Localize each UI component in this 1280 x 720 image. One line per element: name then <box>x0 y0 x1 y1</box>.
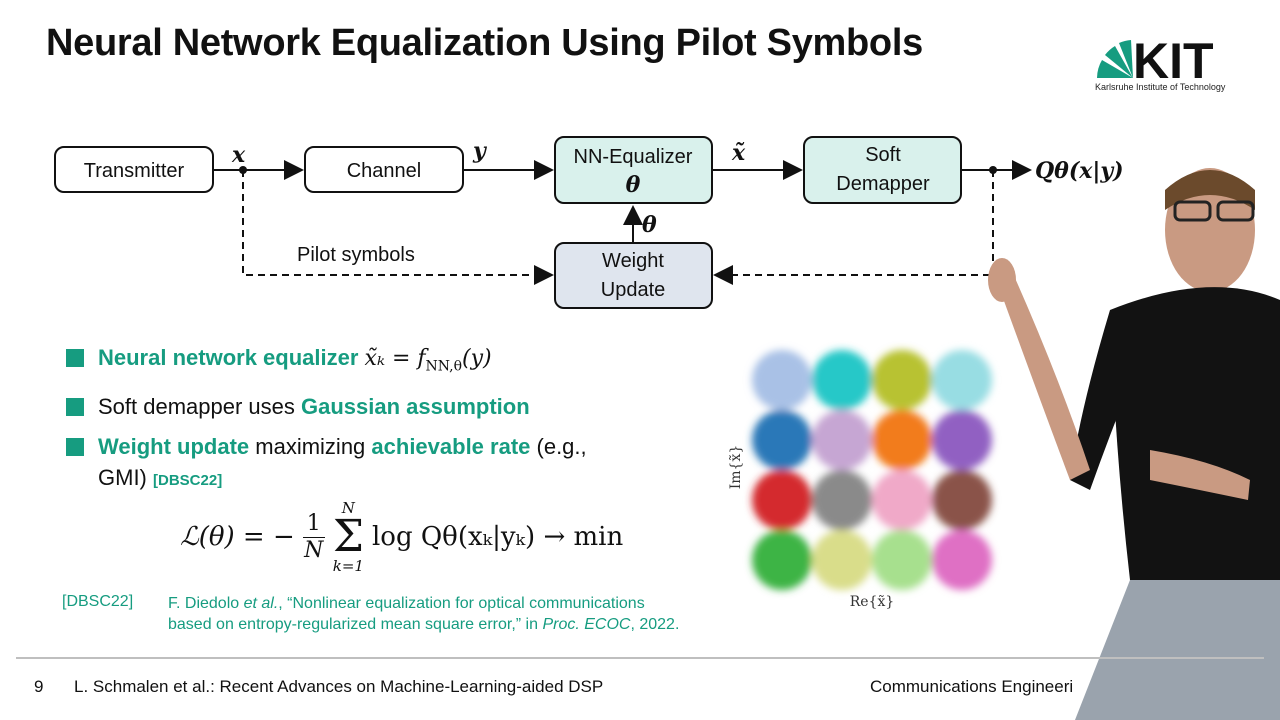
formula-fraction: 1 N <box>302 510 325 563</box>
constellation-cluster <box>872 470 932 530</box>
formula-lhs: ℒ(θ) = − <box>180 522 295 552</box>
plot-xlabel: Re{x̃} <box>850 594 895 610</box>
bullet-text: Soft demapper uses <box>98 394 302 420</box>
constellation-cluster <box>752 530 812 590</box>
formula-sum: N Σ k=1 <box>332 499 364 575</box>
kit-logo-subtitle: Karlsruhe Institute of Technology <box>1095 82 1226 92</box>
pilot-symbols-label: Pilot symbols <box>297 244 415 266</box>
citation-link[interactable]: [DBSC22] <box>153 472 223 490</box>
bullet-marker-icon <box>66 398 84 417</box>
bullet-math: x̃ₖ = fNN,θ(y) <box>364 346 492 375</box>
soft-demapper-label-2: Demapper <box>836 173 930 195</box>
constellation-cluster <box>932 350 992 410</box>
constellation-cluster <box>752 470 812 530</box>
constellation-cluster <box>752 410 812 470</box>
bullet-item: Neural network equalizer x̃ₖ = fNN,θ(y) <box>66 342 706 382</box>
constellation-cluster <box>752 350 812 410</box>
constellation-cluster <box>812 470 872 530</box>
constellation-cluster <box>812 350 872 410</box>
slide-title: Neural Network Equalization Using Pilot … <box>46 22 923 64</box>
formula-body: log Qθ(xₖ|yₖ) → min <box>371 522 624 552</box>
nn-equalizer-label: NN-Equalizer <box>574 146 693 168</box>
reference-text: F. Diedolo et al., “Nonlinear equalizati… <box>168 595 680 633</box>
footer-divider <box>16 657 1264 659</box>
weight-update-label-1: Weight <box>602 250 664 272</box>
kit-logo-text: KIT <box>1133 33 1214 89</box>
constellation-cluster <box>812 530 872 590</box>
presenter-video <box>988 168 1280 720</box>
nn-equalizer-param: θ <box>626 172 641 198</box>
plot-ylabel: Im{x̃} <box>728 445 744 490</box>
constellation-cluster <box>932 470 992 530</box>
bullet-text: maximizing <box>249 434 372 460</box>
reference-key: [DBSC22] <box>62 593 134 610</box>
constellation-plot: Re{x̃} Im{x̃} <box>728 350 992 610</box>
kit-logo: KIT <box>1097 33 1214 89</box>
page-number: 9 <box>34 677 44 696</box>
bullet-marker-icon <box>66 438 84 457</box>
constellation-cluster <box>932 530 992 590</box>
footer-institute: Communications Engineeri <box>870 677 1074 696</box>
constellation-cluster <box>872 410 932 470</box>
loss-formula: ℒ(θ) = − 1 N N Σ k=1 log Qθ(xₖ|yₖ) → min <box>180 500 623 574</box>
weight-update-label-2: Update <box>601 279 666 301</box>
signal-output: Qθ(x|y) <box>1035 158 1124 184</box>
soft-demapper-label-1: Soft <box>865 144 901 166</box>
bullet-list: Neural network equalizer x̃ₖ = fNN,θ(y) … <box>66 342 706 505</box>
footer-author: L. Schmalen et al.: Recent Advances on M… <box>74 677 604 696</box>
bullet-highlight: Gaussian assumption <box>301 394 530 420</box>
signal-y: y <box>472 138 488 164</box>
bullet-item: Weight update maximizing achievable rate… <box>66 431 706 496</box>
bullet-marker-icon <box>66 349 84 367</box>
signal-theta: θ <box>642 212 657 238</box>
bullet-highlight-2: achievable rate <box>371 434 531 460</box>
bullet-tail: (e.g., <box>530 434 587 460</box>
constellation-cluster <box>872 350 932 410</box>
bullet-item: Soft demapper uses Gaussian assumption <box>66 391 706 422</box>
bullet-line2: GMI) <box>98 465 147 491</box>
channel-label: Channel <box>347 160 422 182</box>
constellation-cluster <box>812 410 872 470</box>
transmitter-label: Transmitter <box>84 160 185 182</box>
constellation-cluster <box>872 530 932 590</box>
signal-x: x <box>231 142 246 168</box>
signal-x-tilde: x̃ <box>731 140 746 166</box>
bullet-highlight: Weight update <box>98 434 250 460</box>
block-diagram: Transmitter Channel NN-Equalizer θ Soft … <box>54 136 1124 309</box>
constellation-cluster <box>932 410 992 470</box>
bullet-highlight: Neural network equalizer <box>98 345 359 370</box>
